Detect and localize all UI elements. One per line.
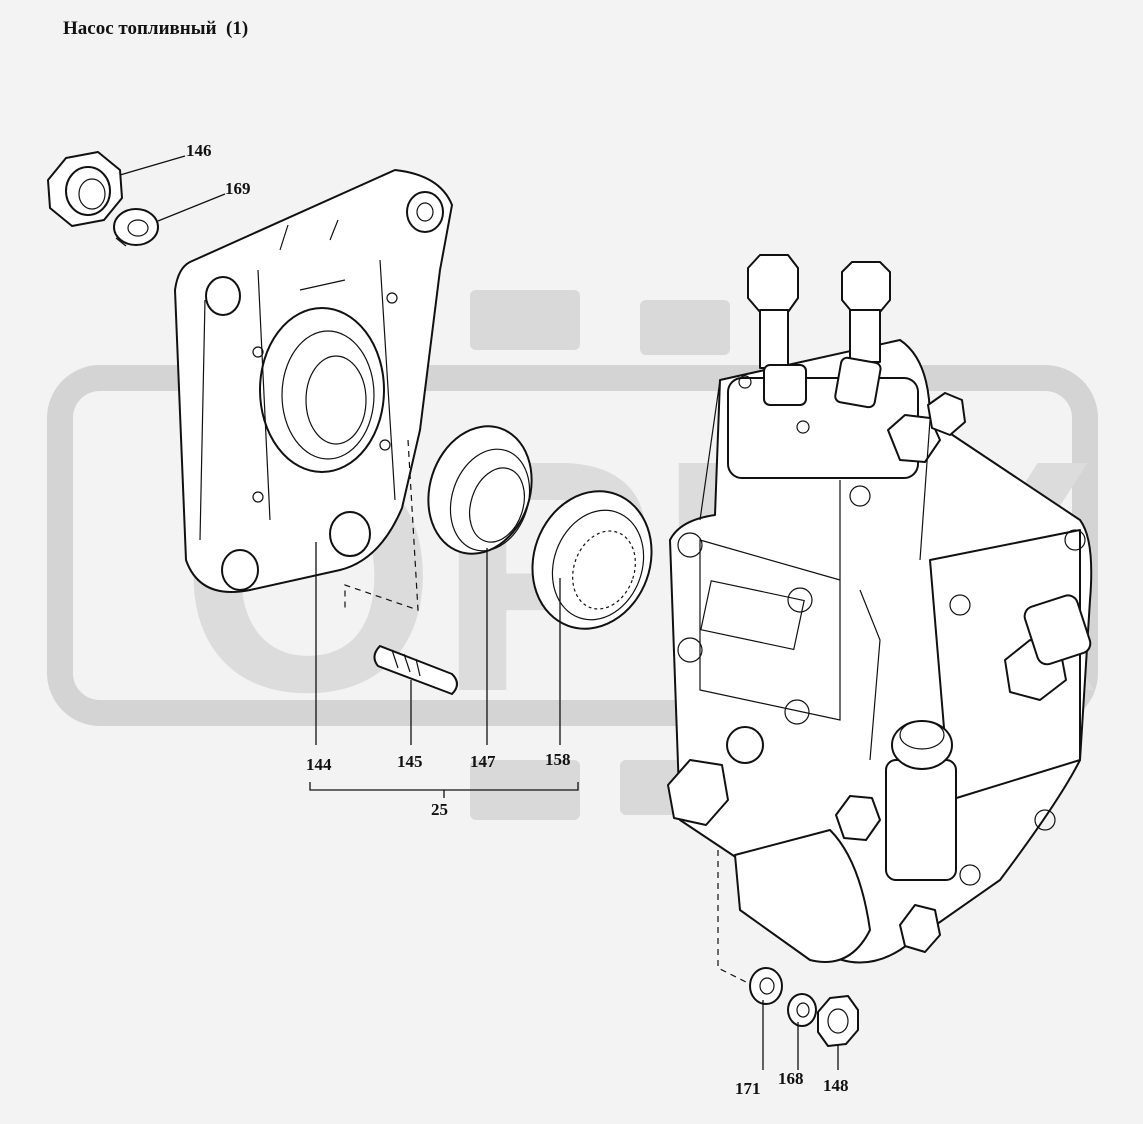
callout-144: 144 bbox=[306, 755, 332, 774]
stud-145-drawing bbox=[373, 645, 458, 695]
callout-171: 171 bbox=[735, 1079, 761, 1098]
bearing-158-drawing bbox=[531, 490, 653, 630]
nut-148-drawing bbox=[817, 995, 859, 1047]
callout-169: 169 bbox=[225, 179, 251, 198]
callout-25: 25 bbox=[431, 800, 448, 819]
washer-171-drawing bbox=[749, 967, 783, 1005]
callout-148: 148 bbox=[823, 1076, 849, 1095]
nut-146-drawing bbox=[47, 151, 123, 227]
callout-145: 145 bbox=[397, 752, 423, 771]
fuel-pump-body-drawing bbox=[667, 254, 1093, 964]
callout-168: 168 bbox=[778, 1069, 804, 1088]
flange-144-drawing bbox=[174, 169, 453, 593]
callout-labels: 146 169 144 145 147 158 25 171 168 148 bbox=[186, 141, 849, 1098]
callout-158: 158 bbox=[545, 750, 571, 769]
washer-169-drawing bbox=[113, 208, 159, 247]
seal-147-drawing bbox=[427, 425, 533, 555]
page-title: Насос топливный (1) bbox=[63, 18, 249, 39]
washer-168-drawing bbox=[787, 993, 817, 1027]
leader-lines bbox=[119, 155, 839, 1070]
callout-147: 147 bbox=[470, 752, 496, 771]
callout-146: 146 bbox=[186, 141, 212, 160]
